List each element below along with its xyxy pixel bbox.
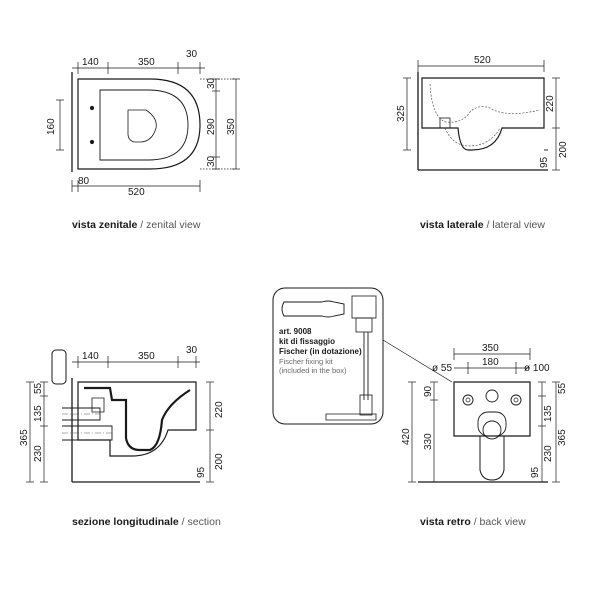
back-view (408, 348, 560, 483)
back-caption: vista retro / back view (420, 516, 526, 528)
dim-330: 330 (423, 433, 434, 450)
lateral-dimensions: 520 325 220 200 95 (396, 55, 569, 168)
dim-30: 30 (186, 49, 198, 60)
dim-520-lateral: 520 (474, 55, 491, 66)
dim-160: 160 (46, 118, 57, 135)
dim-55-back: 55 (557, 382, 568, 394)
dim-30-section: 30 (186, 345, 198, 356)
dim-350-back: 350 (482, 343, 499, 354)
dim-200-lateral: 200 (558, 141, 569, 158)
back-dimensions: 350 ø 55 180 ø 100 90 420 330 55 135 230… (401, 343, 568, 478)
lateral-view (403, 60, 560, 171)
dim-350: 350 (138, 57, 155, 68)
dim-230-back: 230 (543, 445, 554, 462)
dim-140: 140 (82, 57, 99, 68)
section-caption: sezione longitudinale / section (72, 516, 221, 528)
dim-phi55: ø 55 (432, 363, 452, 374)
fixing-kit-text: art. 9008 kit di fissaggio Fischer (in d… (279, 327, 362, 375)
zenital-dimensions: 140 350 30 160 30 290 350 30 80 520 (46, 49, 237, 198)
dim-30-top: 30 (206, 77, 217, 89)
dim-30-bottom: 30 (206, 155, 217, 167)
dim-55-section: 55 (33, 382, 44, 394)
zenital-caption: vista zenitale / zenital view (72, 219, 201, 231)
dim-135-back: 135 (543, 405, 554, 422)
dim-230-section: 230 (33, 445, 44, 462)
dim-140-section: 140 (82, 351, 99, 362)
kit-title-en: Fischer fixing kit (279, 357, 334, 366)
dim-220-lateral: 220 (545, 95, 556, 112)
dim-290: 290 (206, 118, 217, 135)
dim-325: 325 (396, 105, 407, 122)
dim-phi100: ø 100 (524, 363, 550, 374)
dim-200-section: 200 (214, 453, 225, 470)
zenital-view (56, 62, 240, 192)
dim-90-back: 90 (423, 385, 434, 397)
fixing-kit-callout (272, 287, 453, 425)
dim-95-section: 95 (196, 466, 207, 478)
kit-note-en: (included in the box) (279, 366, 347, 375)
dim-365-section: 365 (19, 429, 30, 446)
lateral-caption: vista laterale / lateral view (420, 219, 545, 231)
dim-420: 420 (401, 428, 412, 445)
dim-95-lateral: 95 (539, 156, 550, 168)
dim-350-right: 350 (226, 118, 237, 135)
dim-80: 80 (78, 176, 90, 187)
section-dimensions: 140 350 30 55 135 365 230 220 200 95 (19, 345, 225, 478)
kit-article: art. 9008 (279, 327, 312, 336)
section-view (26, 349, 214, 483)
kit-title-it: kit di fissaggio (279, 337, 335, 346)
dim-350-section: 350 (138, 351, 155, 362)
dim-135-section: 135 (33, 405, 44, 422)
dim-520: 520 (128, 187, 145, 198)
dim-220-section: 220 (214, 401, 225, 418)
dim-180: 180 (482, 357, 499, 368)
dim-95-back: 95 (530, 466, 541, 478)
dim-365-back: 365 (557, 429, 568, 446)
kit-note-it: Fischer (in dotazione) (279, 347, 362, 356)
